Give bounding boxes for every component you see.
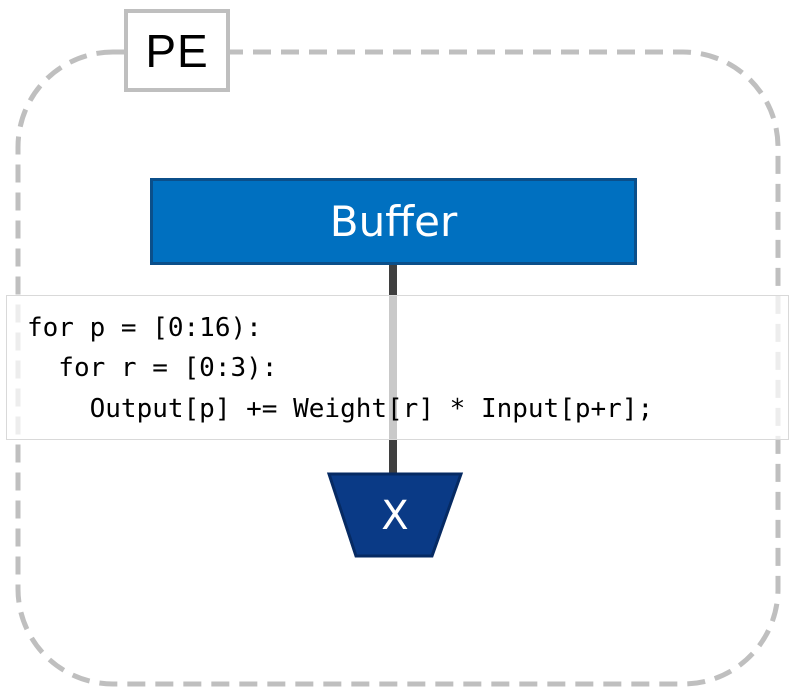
- code-line-mac-statement: Output[p] += Weight[r] * Input[p+r];: [27, 394, 654, 424]
- loop-code-panel: for p = [0:16): for r = [0:3): Output[p]…: [6, 295, 789, 440]
- buffer-label: Buffer: [329, 197, 458, 246]
- code-line-inner-loop: for r = [0:3):: [27, 353, 278, 383]
- code-line-outer-loop: for p = [0:16):: [27, 313, 262, 343]
- multiplier-shape: [326, 472, 464, 558]
- buffer-block: Buffer: [150, 178, 637, 265]
- multiplier-label: X: [381, 493, 409, 539]
- pe-label-box: PE: [124, 9, 230, 92]
- pe-label: PE: [145, 24, 209, 77]
